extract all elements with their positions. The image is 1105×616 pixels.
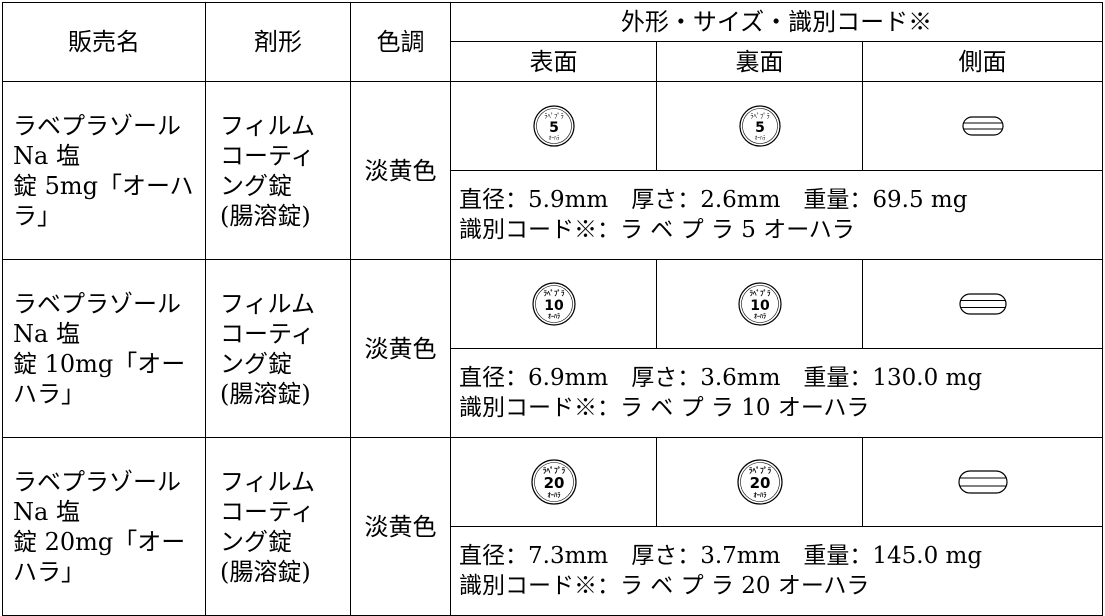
dosage-form-line: コーティ [220, 319, 315, 348]
dosage-form-line: (腸溶錠) [220, 201, 311, 230]
color-cell: 淡黄色 [350, 81, 451, 260]
tablet-bottom-text: ｵｰﾊﾗ [753, 491, 767, 499]
header-name: 販売名 [2, 2, 206, 82]
dosage-form-cell: フィルム コーティ ング錠 (腸溶錠) [205, 437, 351, 616]
table-row: ラベプラゾール Na 塩 錠 20mg「オーハラ」 フィルム コーティ ング錠 … [2, 437, 1103, 616]
tablet-top-text: ﾗﾍﾟﾌﾟﾗ [749, 289, 770, 298]
header-back: 裏面 [656, 41, 863, 82]
header-color: 色調 [350, 2, 451, 82]
color-cell: 淡黄色 [350, 437, 451, 616]
tablet-back-icon: ﾗﾍﾟﾌﾟﾗ 5 ｵｰﾊﾗ [738, 105, 781, 147]
spec-size-line: 直径：7.3mm 厚さ：3.7mm 重量：145.0 mg [459, 543, 983, 569]
table-row: ラベプラゾール Na 塩 錠 10mg「オーハラ」 フィルム コーティ ング錠 … [2, 259, 1103, 438]
tablet-back-icon: ﾗﾍﾟﾌﾟﾗ 20 ｵｰﾊﾗ [736, 459, 783, 505]
tablet-top-text: ﾗﾍﾟﾌﾟﾗ [748, 465, 771, 475]
table-row: 直径：5.9mm 厚さ：2.6mm 重量：69.5 mg 識別コード※：ラ ベ … [3, 170, 1103, 260]
header-row-2: 表面 裏面 側面 [3, 41, 1103, 82]
dosage-form-line: (腸溶錠) [220, 557, 311, 586]
tablet-side-icon [957, 470, 1008, 494]
dosage-form-line: ング錠 [220, 527, 292, 556]
tablet-back-icon: ﾗﾍﾟﾌﾟﾗ 10 ｵｰﾊﾗ [737, 282, 782, 326]
product-name-line: 錠 10mg「オーハラ」 [13, 349, 186, 408]
tablet-front-icon: ﾗﾍﾟﾌﾟﾗ 5 ｵｰﾊﾗ [532, 105, 575, 147]
tablet-top-text: ﾗﾍﾟﾌﾟﾗ [543, 289, 564, 298]
tablet-top-text: ﾗﾍﾟﾌﾟﾗ [750, 112, 770, 120]
spec-code-line: 識別コード※：ラ ベ プ ラ 5 オーハラ [459, 217, 855, 243]
table-row: 直径：7.3mm 厚さ：3.7mm 重量：145.0 mg 識別コード※：ラ ベ… [3, 526, 1103, 616]
tablet-bottom-text: ｵｰﾊﾗ [548, 135, 559, 142]
product-name-cell: ラベプラゾール Na 塩 錠 5mg「オーハラ」 [2, 81, 206, 260]
tablet-front-icon: ﾗﾍﾟﾌﾟﾗ 20 ｵｰﾊﾗ [530, 459, 577, 505]
tablet-side-icon [958, 293, 1007, 315]
tablet-front-cell: ﾗﾍﾟﾌﾟﾗ 20 ｵｰﾊﾗ [450, 437, 657, 527]
spec-cell: 直径：6.9mm 厚さ：3.6mm 重量：130.0 mg 識別コード※：ラ ベ… [450, 348, 1103, 438]
tablet-front-icon: ﾗﾍﾟﾌﾟﾗ 10 ｵｰﾊﾗ [531, 282, 576, 326]
tablet-number: 10 [750, 298, 770, 314]
tablet-top-text: ﾗﾍﾟﾌﾟﾗ [542, 465, 565, 475]
tablet-top-text: ﾗﾍﾟﾌﾟﾗ [544, 112, 564, 120]
table-row: 直径：6.9mm 厚さ：3.6mm 重量：130.0 mg 識別コード※：ラ ベ… [3, 348, 1103, 438]
dosage-form-line: フィルム [220, 467, 316, 496]
tablet-bottom-text: ｵｰﾊﾗ [547, 314, 559, 321]
dosage-form-line: コーティ [220, 497, 315, 526]
spec-cell: 直径：7.3mm 厚さ：3.7mm 重量：145.0 mg 識別コード※：ラ ベ… [450, 526, 1103, 616]
product-name-line: ラベプラゾール Na 塩 [13, 289, 181, 348]
header-shape: 外形・サイズ・識別コード※ [450, 2, 1103, 42]
tablet-number: 5 [549, 120, 559, 136]
header-form: 剤形 [205, 2, 351, 82]
tablet-number: 10 [544, 298, 564, 314]
tablet-number: 20 [543, 474, 564, 492]
dosage-form-line: ング錠 [220, 171, 292, 200]
tablet-front-cell: ﾗﾍﾟﾌﾟﾗ 10 ｵｰﾊﾗ [450, 259, 657, 349]
dosage-form-cell: フィルム コーティ ング錠 (腸溶錠) [205, 259, 351, 438]
tablet-back-cell: ﾗﾍﾟﾌﾟﾗ 20 ｵｰﾊﾗ [656, 437, 863, 527]
product-name-cell: ラベプラゾール Na 塩 錠 10mg「オーハラ」 [2, 259, 206, 438]
tablet-side-cell [862, 437, 1103, 527]
dosage-form-line: コーティ [220, 141, 315, 170]
tablet-bottom-text: ｵｰﾊﾗ [547, 491, 561, 499]
dosage-form-line: ング錠 [220, 349, 292, 378]
dosage-form-cell: フィルム コーティ ング錠 (腸溶錠) [205, 81, 351, 260]
product-name-line: ラベプラゾール Na 塩 [13, 111, 181, 170]
product-name-line: 錠 20mg「オーハラ」 [13, 527, 186, 586]
product-name-line: ラベプラゾール Na 塩 [13, 467, 181, 526]
spec-cell: 直径：5.9mm 厚さ：2.6mm 重量：69.5 mg 識別コード※：ラ ベ … [450, 170, 1103, 260]
product-name-line: 錠 5mg「オーハラ」 [13, 171, 194, 230]
tablet-side-icon [961, 116, 1004, 136]
tablet-side-cell [862, 81, 1103, 171]
dosage-form-line: (腸溶錠) [220, 379, 311, 408]
tablet-front-cell: ﾗﾍﾟﾌﾟﾗ 5 ｵｰﾊﾗ [450, 81, 657, 171]
tablet-back-cell: ﾗﾍﾟﾌﾟﾗ 5 ｵｰﾊﾗ [656, 81, 863, 171]
tablet-number: 5 [755, 120, 765, 136]
dosage-form-line: フィルム [220, 289, 316, 318]
spec-code-line: 識別コード※：ラ ベ プ ラ 10 オーハラ [459, 395, 870, 421]
color-cell: 淡黄色 [350, 259, 451, 438]
tablet-number: 20 [749, 474, 770, 492]
tablet-bottom-text: ｵｰﾊﾗ [753, 314, 765, 321]
spec-size-line: 直径：5.9mm 厚さ：2.6mm 重量：69.5 mg [459, 187, 968, 213]
header-row-1: 販売名 剤形 色調 外形・サイズ・識別コード※ [2, 2, 1103, 82]
product-name-cell: ラベプラゾール Na 塩 錠 20mg「オーハラ」 [2, 437, 206, 616]
header-side: 側面 [862, 41, 1103, 82]
spec-code-line: 識別コード※：ラ ベ プ ラ 20 オーハラ [459, 573, 870, 599]
tablet-side-cell [862, 259, 1103, 349]
spec-size-line: 直径：6.9mm 厚さ：3.6mm 重量：130.0 mg [459, 365, 983, 391]
table-row: ラベプラゾール Na 塩 錠 5mg「オーハラ」 フィルム コーティ ング錠 (… [2, 81, 1103, 260]
tablet-bottom-text: ｵｰﾊﾗ [754, 135, 765, 142]
dosage-form-line: フィルム [220, 111, 316, 140]
header-front: 表面 [450, 41, 657, 82]
tablet-back-cell: ﾗﾍﾟﾌﾟﾗ 10 ｵｰﾊﾗ [656, 259, 863, 349]
